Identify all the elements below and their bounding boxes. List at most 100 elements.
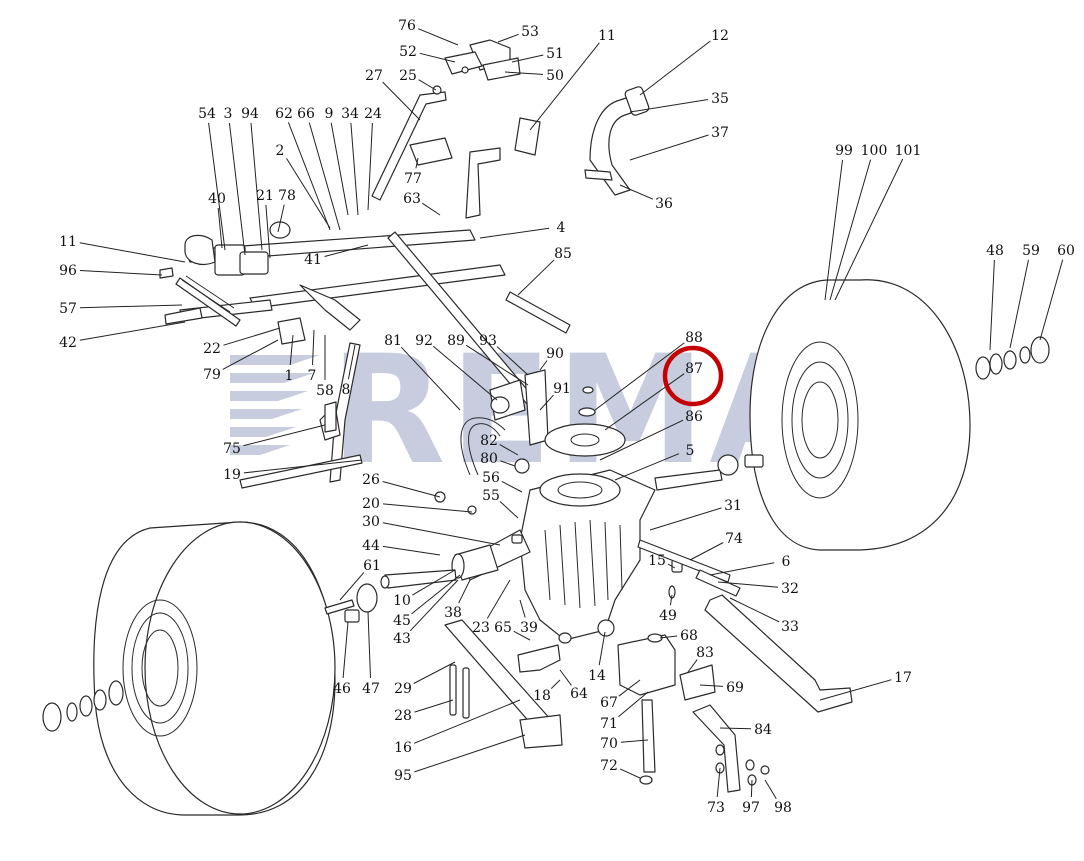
leader-line (347, 344, 356, 380)
leader-line (819, 679, 892, 701)
callout-label: 75 (223, 441, 241, 457)
callout-label: 3 (224, 106, 233, 122)
oil-reservoir (617, 633, 676, 785)
leader-line (598, 631, 606, 666)
callout-label: 50 (546, 68, 564, 84)
callout-label: 94 (241, 106, 259, 122)
callout-label: 12 (711, 28, 729, 44)
callout-label: 43 (393, 631, 411, 647)
callout-label: 74 (725, 531, 743, 547)
watermark-stripe (230, 355, 320, 365)
callout-label: 69 (726, 680, 744, 696)
watermark-stripe (230, 409, 302, 419)
callout-label: 77 (404, 171, 422, 187)
callout-label: 98 (774, 800, 792, 816)
leader-line (413, 661, 456, 684)
leader-line (342, 621, 349, 679)
callout-label: 101 (895, 143, 922, 159)
callout-label: 17 (894, 670, 912, 686)
leader-line (330, 122, 349, 216)
callout-label: 10 (393, 593, 411, 609)
callout-label: 81 (384, 333, 402, 349)
callout-label: 64 (570, 686, 588, 702)
leader-line (419, 52, 456, 63)
leader-line (717, 581, 779, 588)
watermark-stripe (230, 427, 296, 437)
callout-label: 45 (393, 613, 411, 629)
leader-line (79, 321, 186, 341)
leader-line (413, 699, 521, 744)
callout-label: 2 (276, 143, 285, 159)
leader-line (1009, 259, 1029, 349)
leader-line (614, 453, 680, 481)
callout-label: 38 (444, 605, 462, 621)
leader-line (222, 339, 279, 370)
callout-label: 30 (362, 514, 380, 530)
leader-line (750, 779, 753, 798)
callout-label: 22 (203, 341, 221, 357)
callout-label: 29 (394, 681, 412, 697)
leader-line (415, 157, 419, 169)
leader-line (604, 373, 685, 431)
leader-line (286, 158, 331, 229)
callout-label: 1 (285, 368, 294, 384)
callout-label: 44 (362, 538, 380, 554)
callout-label: 72 (600, 758, 618, 774)
callout-label: 11 (59, 234, 77, 250)
callout-label: 66 (297, 106, 315, 122)
leader-line (699, 684, 724, 687)
callout-label: 16 (394, 740, 412, 756)
callout-label: 32 (781, 581, 799, 597)
leader-line (559, 669, 572, 686)
leader-line (824, 159, 843, 301)
callout-label: 58 (316, 383, 334, 399)
watermark-stripes (230, 355, 320, 455)
callout-label: 85 (554, 246, 572, 262)
leader-line (539, 394, 554, 411)
callout-label: 83 (696, 645, 714, 661)
callout-label: 52 (399, 44, 417, 60)
callout-label: 100 (861, 143, 888, 159)
callout-label: 31 (724, 498, 742, 514)
leader-line (496, 346, 529, 376)
cooling-fan (544, 386, 626, 457)
callout-label: 36 (655, 196, 673, 212)
leader-line (594, 342, 685, 411)
leader-line (217, 207, 223, 249)
callout-label: 42 (59, 335, 77, 351)
callout-label: 70 (600, 736, 618, 752)
callout-label: 15 (648, 553, 666, 569)
leader-line (689, 542, 724, 561)
callout-label: 78 (278, 188, 296, 204)
leader-line (529, 42, 600, 131)
leader-line (709, 562, 775, 576)
callout-label: 59 (1022, 243, 1040, 259)
callout-label: 61 (363, 558, 381, 574)
leader-line (411, 574, 461, 615)
leader-line (308, 122, 341, 231)
callout-label: 63 (403, 191, 421, 207)
leader-line (228, 122, 246, 256)
leader-line (409, 579, 459, 632)
callout-label: 35 (711, 91, 729, 107)
leader-line (511, 54, 544, 63)
leader-line (367, 122, 373, 211)
callout-label: 34 (341, 106, 359, 122)
callout-label: 9 (325, 106, 334, 122)
leader-line (829, 159, 872, 301)
callout-label: 4 (557, 220, 566, 236)
control-shaft-assembly (175, 91, 571, 489)
leader-line (418, 79, 437, 91)
leader-line (649, 507, 722, 531)
leader-line (400, 346, 461, 411)
callout-label: 18 (533, 688, 551, 704)
callout-label: 20 (362, 496, 380, 512)
callout-label: 19 (223, 467, 241, 483)
small-hardware (159, 39, 770, 786)
callout-label: 54 (198, 106, 216, 122)
callout-label: 5 (686, 443, 695, 459)
callout-label: 7 (308, 368, 317, 384)
leader-line (465, 344, 529, 386)
leader-line (79, 242, 186, 263)
